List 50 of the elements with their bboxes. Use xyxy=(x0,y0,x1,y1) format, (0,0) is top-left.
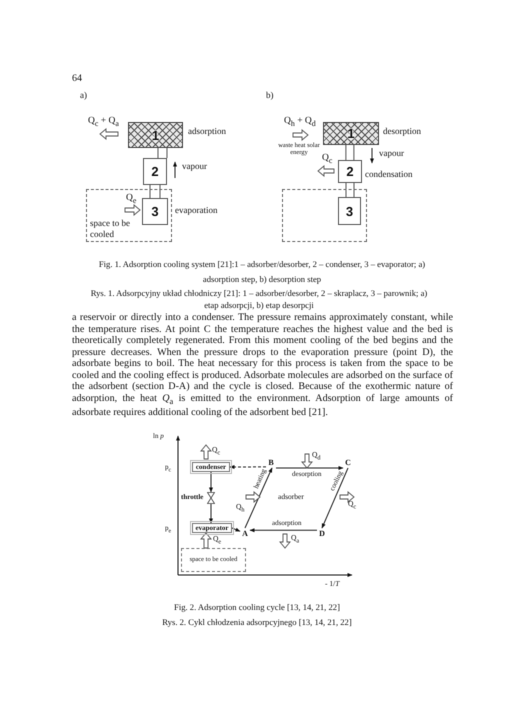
pipe-connector xyxy=(345,144,354,160)
node-label: space to be cooled xyxy=(90,218,131,239)
page-number: 64 xyxy=(72,73,82,84)
throttle-valve xyxy=(181,492,217,504)
pipe-connector xyxy=(157,148,168,158)
heat-flow-arrow xyxy=(124,204,141,216)
arrow xyxy=(209,504,213,524)
pipe-connector xyxy=(150,184,160,198)
dashed-region xyxy=(86,189,172,242)
edge-label: vapour xyxy=(379,149,404,159)
edge-label: vapour xyxy=(182,162,207,172)
vessel-box: 3 xyxy=(338,197,361,225)
arrow xyxy=(276,466,344,470)
text-label: adsorption xyxy=(188,127,226,137)
vessel-box: 2 xyxy=(143,158,167,185)
arrow xyxy=(209,472,213,492)
arrow xyxy=(173,162,178,178)
point-label: D xyxy=(317,528,327,539)
body-paragraph: a reservoir or directly into a condenser. The pressure remains approximately constant, while the temperature rises. At point C the temperature reaches the highest value and the bed is theoretically completely regenerated. From this moment cooling of the bed begins and the pressure decreases. When the pressure drops to the evaporation pressure (point D), the adsorbate begins to boil. The heat necessary for this process is taken from the space to be cooled and the cooling effect is produced. Adsorbate molecules are adsorbed on the surface of the adsorbent (section D-A) and the cycle is closed. Because of the exothermic nature of adsorption, the heat Q$_{a}$ is emitted to the environment. Adsorption of large amounts of adsorbate requires additional cooling of the adsorbent bed [21]. xyxy=(72,312,453,419)
vessel-box: 3 xyxy=(142,198,168,225)
arrow xyxy=(250,528,318,532)
point-label: B xyxy=(266,457,276,468)
edge-label: Q$_{h}$ + Q$_{d}$ xyxy=(284,116,316,129)
edge-label: Q$_{c}$ + Q$_{a}$ xyxy=(88,116,119,129)
vessel-box: 2 xyxy=(338,160,362,183)
panel-label: a) xyxy=(80,91,87,101)
panel-label: b) xyxy=(266,91,274,101)
arrow xyxy=(370,148,374,164)
text-label: condensation xyxy=(365,170,412,180)
point-label: A xyxy=(240,528,250,539)
figure-caption: Fig. 2. Adsorption cooling cycle [13, 14, 21, 22] xyxy=(173,603,341,612)
pipe-connector xyxy=(346,182,354,198)
figure-caption: Rys. 2. Cykl chłodzenia adsorpcyjnego [13, 14, 21, 22] xyxy=(161,618,353,628)
point-label: C xyxy=(343,457,353,468)
dashed-region xyxy=(282,189,367,242)
heat-flow-arrow xyxy=(99,128,118,140)
edge-label: Q$_{c}$ xyxy=(322,153,332,166)
heat-flow-arrow xyxy=(200,532,212,548)
arrow xyxy=(322,468,348,528)
arrow xyxy=(244,468,272,528)
heat-flow-arrow xyxy=(317,165,334,177)
heat-flow-arrow xyxy=(292,129,309,141)
edge-label: Q$_{e}$ xyxy=(126,193,136,206)
figure-caption: Fig. 1. Adsorption cooling system [21]:1 – adsorber/desorber, 2 – condenser, 3 – evaporator; a) adsorption step, b) desorption step xyxy=(98,258,426,286)
heat-flow-arrow xyxy=(200,444,212,460)
text-label: evaporation xyxy=(175,206,218,216)
arrow xyxy=(230,465,266,469)
figure-caption: Rys. 1. Adsorpcyjny układ chłodniczy [21]: 1 – adsorber/desorber, 2 – skraplacz, 3 – parownik; a) etap adsorpcji, b) etap desorpcji xyxy=(90,288,428,311)
text-label: desorption xyxy=(383,127,421,137)
arrow xyxy=(232,528,240,532)
